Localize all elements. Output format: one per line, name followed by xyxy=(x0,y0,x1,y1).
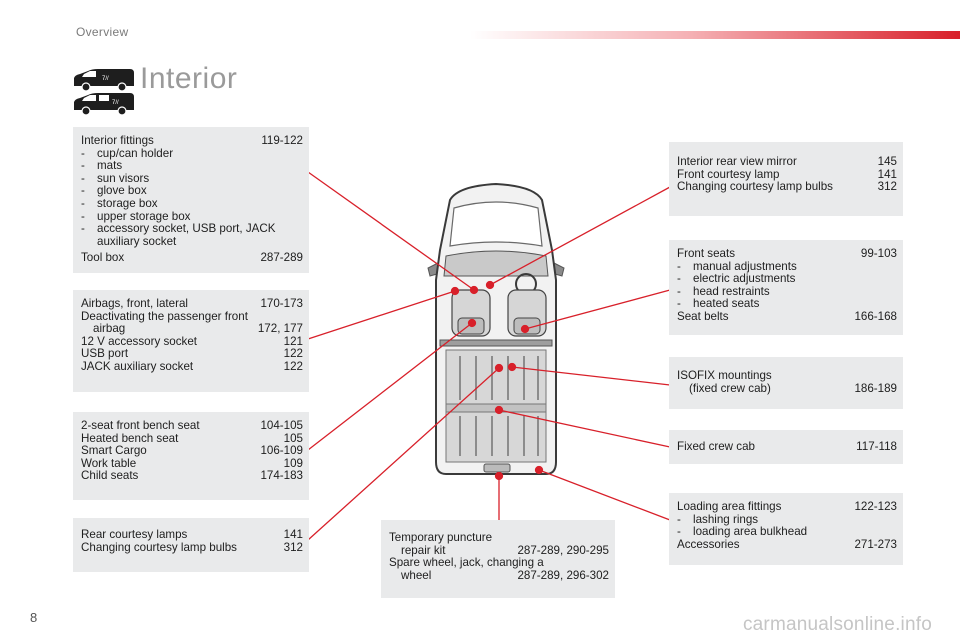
work-table-label: Work table xyxy=(81,456,137,470)
isofix-pages[interactable]: 186-189 xyxy=(854,381,897,395)
bench-seat-label: 2-seat front bench seat xyxy=(81,419,200,432)
spare-wheel-label: Spare wheel, jack, changing a xyxy=(389,556,544,570)
changing-front-bulbs-label: Changing courtesy lamp bulbs xyxy=(677,180,833,194)
panel-loading-area: Loading area fittings 122-123 -lashing ri… xyxy=(669,493,903,565)
crew-cab-pages[interactable]: 117-118 xyxy=(856,440,897,453)
panel-rear-courtesy-lamps: Rear courtesy lamps 141 Changing courtesy… xyxy=(73,518,309,572)
interior-fittings-label: Interior fittings xyxy=(81,134,154,147)
van-crew-cab-icon: 7// xyxy=(74,93,134,116)
spare-wheel-label-cont: wheel xyxy=(401,568,432,582)
list-item: -upper storage box xyxy=(81,209,191,223)
list-item: -storage box xyxy=(81,196,158,210)
list-item: -mats xyxy=(81,159,123,173)
changing-front-bulbs-pages[interactable]: 312 xyxy=(877,180,897,194)
list-item: -accessory socket, USB port, JACK xyxy=(81,222,276,236)
seat-belts-label: Seat belts xyxy=(677,309,729,323)
panel-isofix: ISOFIX mountings (fixed crew cab) 186-189 xyxy=(669,357,903,409)
van-panel-icon: 7// xyxy=(74,69,134,92)
panel-interior-fittings: Interior fittings 119-122 -cup/can holde… xyxy=(73,127,309,273)
list-item: -head restraints xyxy=(677,284,770,298)
interior-fittings-pages[interactable]: 119-122 xyxy=(261,134,303,147)
airbags-label: Airbags, front, lateral xyxy=(81,297,188,310)
airbags-pages[interactable]: 170-173 xyxy=(260,297,303,310)
usb-port-label: USB port xyxy=(81,347,129,361)
list-item: -manual adjustments xyxy=(677,259,797,273)
accessories-label: Accessories xyxy=(677,537,740,551)
list-item-continued: auxiliary socket xyxy=(97,234,177,248)
panel-airbags: Airbags, front, lateral 170-173 Deactivat… xyxy=(73,290,309,392)
list-item: -loading area bulkhead xyxy=(677,525,808,539)
jack-socket-pages[interactable]: 122 xyxy=(283,359,303,373)
watermark: carmanualsonline.info xyxy=(742,614,932,635)
header-accent-bar xyxy=(470,31,960,39)
list-item: -heated seats xyxy=(677,297,760,311)
seat-belts-pages[interactable]: 166-168 xyxy=(854,309,897,323)
page-title: Interior xyxy=(140,62,238,95)
changing-bulbs-label: Changing courtesy lamp bulbs xyxy=(81,540,237,554)
panel-fixed-crew-cab: Fixed crew cab 117-118 xyxy=(669,430,903,464)
isofix-label-cont: (fixed crew cab) xyxy=(689,381,771,395)
child-seats-pages[interactable]: 174-183 xyxy=(260,469,303,483)
tool-box-pages[interactable]: 287-289 xyxy=(260,251,303,265)
panel-front-seats: Front seats 99-103 -manual adjustments -e… xyxy=(669,240,903,335)
bench-seat-pages[interactable]: 104-105 xyxy=(260,419,303,432)
front-lamp-pages[interactable]: 141 xyxy=(877,167,897,181)
mirror-label: Interior rear view mirror xyxy=(677,155,797,168)
page-number: 8 xyxy=(30,610,38,625)
heated-bench-label: Heated bench seat xyxy=(81,431,179,445)
loading-area-label: Loading area fittings xyxy=(677,500,782,513)
accessories-pages[interactable]: 271-273 xyxy=(854,537,897,551)
front-seats-label: Front seats xyxy=(677,247,735,260)
isofix-label: ISOFIX mountings xyxy=(677,369,772,382)
work-table-pages[interactable]: 109 xyxy=(283,456,303,470)
list-item: -cup/can holder xyxy=(81,146,174,160)
deactivating-airbag-label-cont: airbag xyxy=(93,322,126,336)
front-lamp-label: Front courtesy lamp xyxy=(677,167,780,181)
usb-port-pages[interactable]: 122 xyxy=(283,347,303,361)
heated-bench-pages[interactable]: 105 xyxy=(283,431,303,445)
front-seats-pages[interactable]: 99-103 xyxy=(860,247,897,260)
list-item: -lashing rings xyxy=(677,512,759,526)
accessory-socket-pages[interactable]: 121 xyxy=(283,334,303,348)
panel-puncture-repair: Temporary puncture repair kit 287-289, 29… xyxy=(381,520,615,598)
mirror-pages[interactable]: 145 xyxy=(877,155,897,168)
tool-box-label: Tool box xyxy=(81,251,125,265)
section-label: Overview xyxy=(76,25,129,39)
svg-text:7//: 7// xyxy=(102,76,109,82)
deactivating-airbag-pages[interactable]: 172, 177 xyxy=(257,322,303,336)
changing-bulbs-pages[interactable]: 312 xyxy=(283,540,303,554)
panel-interior-mirror: Interior rear view mirror 145 Front court… xyxy=(669,142,903,216)
deactivating-airbag-label: Deactivating the passenger front xyxy=(81,309,248,323)
jack-socket-label: JACK auxiliary socket xyxy=(81,359,194,373)
child-seats-label: Child seats xyxy=(81,469,139,483)
puncture-kit-pages[interactable]: 287-289, 290-295 xyxy=(517,543,609,557)
list-item: -electric adjustments xyxy=(677,272,796,286)
puncture-kit-label: Temporary puncture xyxy=(389,531,493,544)
list-item: -glove box xyxy=(81,184,147,198)
panel-bench-seat: 2-seat front bench seat 104-105 Heated be… xyxy=(73,412,309,500)
accessory-socket-label: 12 V accessory socket xyxy=(81,334,197,348)
list-item: -sun visors xyxy=(81,171,150,185)
spare-wheel-pages[interactable]: 287-289, 296-302 xyxy=(517,568,609,582)
loading-area-pages[interactable]: 122-123 xyxy=(854,500,897,513)
crew-cab-label: Fixed crew cab xyxy=(677,440,755,453)
puncture-kit-label-cont: repair kit xyxy=(401,543,446,557)
rear-lamps-label: Rear courtesy lamps xyxy=(81,528,188,541)
rear-lamps-pages[interactable]: 141 xyxy=(283,528,303,541)
smart-cargo-label: Smart Cargo xyxy=(81,444,147,458)
svg-text:7//: 7// xyxy=(112,100,119,106)
smart-cargo-pages[interactable]: 106-109 xyxy=(260,444,303,458)
